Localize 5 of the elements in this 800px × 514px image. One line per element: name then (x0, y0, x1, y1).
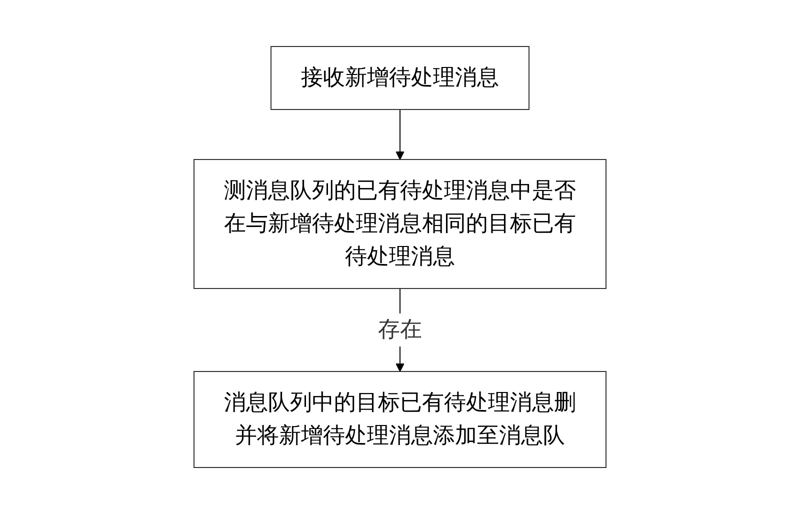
node-box: 接收新增待处理消息 (270, 46, 530, 110)
node-box: 消息队列中的目标已有待处理消息删并将新增待处理消息添加至消息队 (194, 371, 606, 468)
node-box: 测消息队列的已有待处理消息中是否在与新增待处理消息相同的目标已有待处理消息 (194, 159, 606, 289)
edge-label: 存在 (378, 318, 422, 342)
arrow (396, 109, 404, 160)
